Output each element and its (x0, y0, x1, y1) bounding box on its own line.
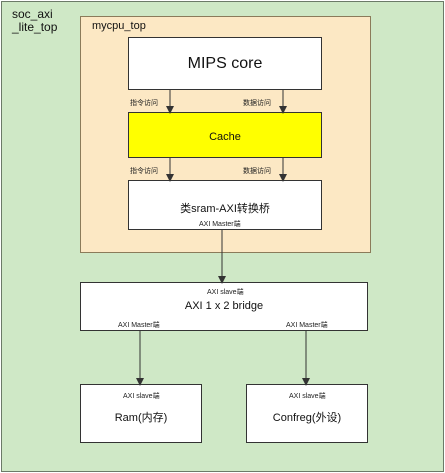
soc-label: soc_axi _lite_top (12, 7, 58, 34)
sram-axi-master-label: AXI Master端 (199, 221, 241, 228)
sram-axi-bridge-box: 类sram-AXI转换桥 AXI Master端 (128, 180, 322, 230)
mips-core-box: MIPS core (128, 37, 322, 90)
data-access-label-2: 数据访问 (243, 168, 271, 175)
axi-bridge-master-left-label: AXI Master端 (118, 322, 160, 329)
ram-box: AXI slave端 Ram(内存) (80, 384, 202, 443)
axi-bridge-title: AXI 1 x 2 bridge (184, 300, 264, 312)
inst-access-label-1: 指令访问 (130, 100, 158, 107)
data-access-label-1: 数据访问 (243, 100, 271, 107)
confreg-slave-label: AXI slave端 (289, 393, 326, 400)
mips-core-title: MIPS core (187, 55, 263, 72)
cache-box: Cache (128, 112, 322, 158)
inst-access-label-2: 指令访问 (130, 168, 158, 175)
ram-slave-label: AXI slave端 (123, 393, 160, 400)
axi-1x2-bridge-box: AXI slave端 AXI 1 x 2 bridge AXI Master端 … (80, 282, 368, 331)
axi-bridge-master-right-label: AXI Master端 (286, 322, 328, 329)
axi-bridge-slave-label: AXI slave端 (207, 289, 244, 296)
cache-title: Cache (209, 131, 241, 143)
confreg-box: AXI slave端 Confreg(外设) (246, 384, 368, 443)
sram-axi-bridge-title: 类sram-AXI转换桥 (180, 203, 270, 215)
mycpu-label: mycpu_top (92, 20, 146, 32)
ram-title: Ram(内存) (114, 412, 168, 424)
confreg-title: Confreg(外设) (272, 412, 342, 424)
